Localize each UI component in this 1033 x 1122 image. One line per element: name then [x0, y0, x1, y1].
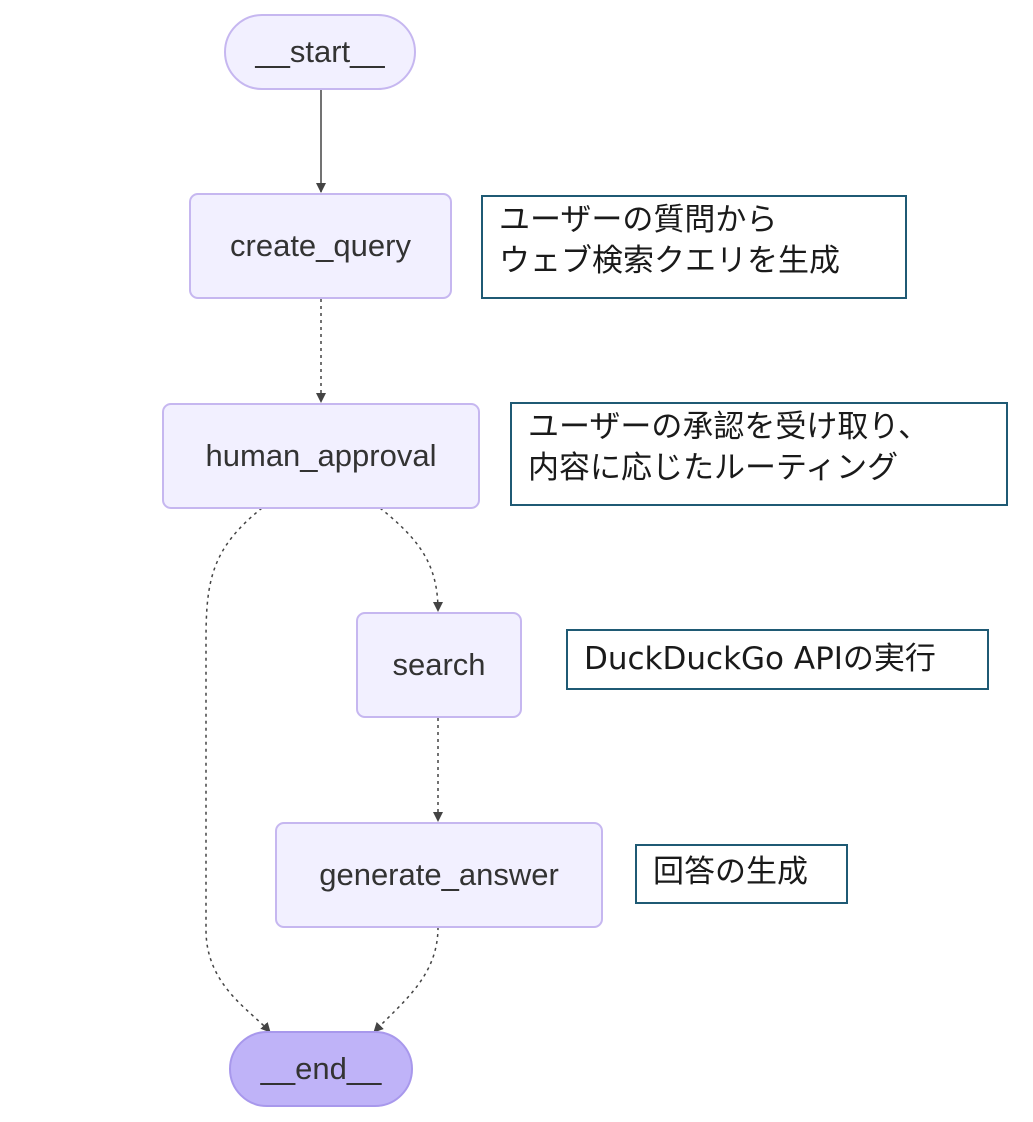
note-human-approval-line-2: 内容に応じたルーティング	[528, 450, 899, 486]
note-human-approval: ユーザーの承認を受け取り、 内容に応じたルーティング	[510, 402, 1008, 506]
note-search: DuckDuckGo APIの実行	[566, 629, 989, 690]
node-human-approval-label: human_approval	[205, 438, 437, 473]
edge-generate-answer-to-end	[373, 926, 439, 1033]
note-human-approval-line-1: ユーザーの承認を受け取り、	[528, 409, 930, 445]
note-create-query-line-2: ウェブ検索クエリを生成	[499, 243, 840, 279]
note-search-line-1: DuckDuckGo APIの実行	[584, 641, 936, 677]
note-generate-answer-line-1: 回答の生成	[653, 854, 808, 890]
node-search-label: search	[392, 647, 486, 682]
node-human-approval[interactable]: human_approval	[162, 403, 480, 509]
edge-human-approval-to-search	[379, 507, 443, 612]
node-search[interactable]: search	[356, 612, 522, 718]
node-start[interactable]: __start__	[224, 14, 416, 90]
edge-human-approval-to-end	[205, 507, 271, 1033]
note-create-query-line-1: ユーザーの質問から	[499, 202, 778, 238]
note-create-query: ユーザーの質問から ウェブ検索クエリを生成	[481, 195, 907, 299]
node-start-label: __start__	[255, 34, 385, 69]
node-end-label: __end__	[260, 1051, 382, 1086]
node-end[interactable]: __end__	[229, 1031, 413, 1107]
node-create-query-label: create_query	[230, 228, 411, 263]
node-create-query[interactable]: create_query	[189, 193, 452, 299]
node-generate-answer-label: generate_answer	[319, 857, 559, 892]
note-generate-answer: 回答の生成	[635, 844, 848, 904]
node-generate-answer[interactable]: generate_answer	[275, 822, 603, 928]
